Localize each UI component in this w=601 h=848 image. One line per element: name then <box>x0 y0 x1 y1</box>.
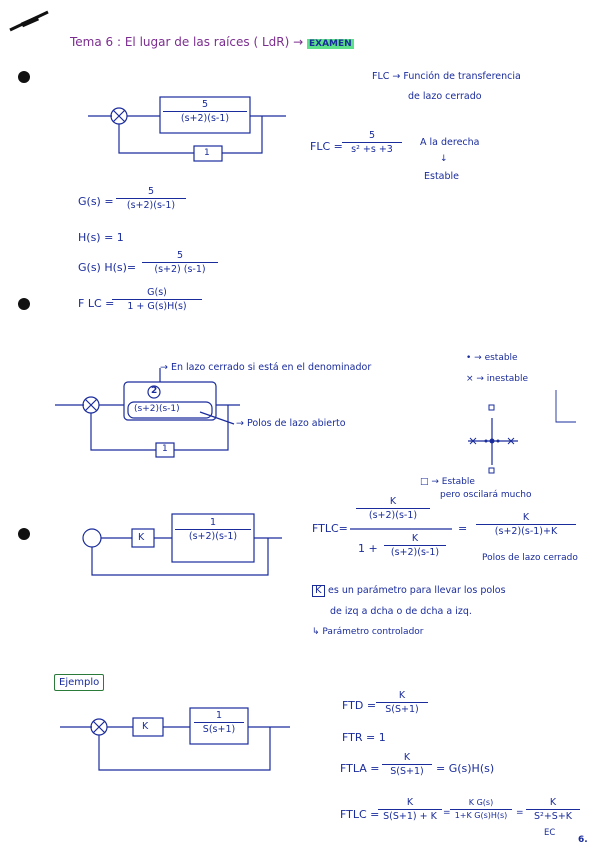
ftd-lhs: FTD = <box>342 699 377 712</box>
flc2-fraction: G(s)1 + G(s)H(s) <box>112 287 202 313</box>
gh-lhs: G(s) H(s)= <box>78 261 137 274</box>
ftlc-bottom-fraction: K(s+2)(s-1) <box>384 533 446 559</box>
derecha-note: A la derecha <box>420 137 480 148</box>
flc-lhs: FLC = <box>310 140 343 153</box>
k-note-2: de izq a dcha o de dcha a izq. <box>330 606 472 617</box>
note-open-loop: → Polos de lazo abierto <box>236 418 346 429</box>
g-fraction: 5(s+2)(s-1) <box>116 186 186 212</box>
bd2-tf-label: (s+2)(s-1) <box>134 404 180 414</box>
flc-note-2: de lazo cerrado <box>408 91 482 102</box>
bd1-tf-fraction: 5(s+2)(s-1) <box>163 99 247 125</box>
ftla-rhs: = G(s)H(s) <box>436 762 495 775</box>
ftlc-ej-eq2: = <box>516 808 524 818</box>
flc-note-1: FLC → Función de transferencia <box>372 71 521 82</box>
legend-unstable: × → inestable <box>466 374 529 384</box>
bd2-tf-circle <box>127 401 213 419</box>
ftr-line: FTR = 1 <box>342 731 386 744</box>
k-note-3: ↳ Parámetro controlador <box>312 627 424 637</box>
bd2-feedback-label: 1 <box>162 444 168 454</box>
ftlc-ej-fraction-2: K G(s)1+K G(s)H(s) <box>450 798 512 820</box>
ej-tf-box <box>189 707 249 745</box>
page-number: 6. <box>578 835 588 845</box>
note-closed-loop: → En lazo cerrado si está en el denomina… <box>160 362 372 373</box>
bd3-k-label: K <box>138 532 145 543</box>
ejemplo-label: Ejemplo <box>54 674 105 691</box>
down-arrow-icon: ↓ <box>440 154 448 164</box>
bd1-tf-box <box>159 96 251 134</box>
legend-stable: • → estable <box>466 353 518 363</box>
bd2-gain-label: 2 <box>151 386 158 396</box>
estable-note: Estable <box>424 171 460 182</box>
ej-k-label: K <box>142 721 149 732</box>
ec-label: EC <box>544 828 556 838</box>
ftlc-ej-lhs: FTLC = <box>340 808 380 821</box>
ftlc-equals: = <box>458 522 468 535</box>
bullet-2 <box>18 298 30 310</box>
h-line: H(s) = 1 <box>78 231 124 244</box>
ftlc-one-plus: 1 + <box>358 542 378 555</box>
g-lhs: G(s) = <box>78 195 114 208</box>
bullet-3 <box>18 528 30 540</box>
flc2-lhs: F LC = <box>78 297 115 310</box>
page-title: Tema 6 : El lugar de las raíces ( LdR) →… <box>70 35 354 49</box>
bd3-tf-fraction: 1(s+2)(s-1) <box>175 517 251 543</box>
ftlc-lhs: FTLC= <box>312 522 348 535</box>
bullet-1 <box>18 71 30 83</box>
legend-square: □ → Estable <box>420 477 475 487</box>
k-note-1: es un parámetro para llevar los polos <box>328 585 506 596</box>
bd2-tf-box <box>123 381 217 421</box>
ftla-lhs: FTLA = <box>340 762 380 775</box>
ftlc-result-fraction: K(s+2)(s-1)+K <box>476 512 576 538</box>
polos-cerrado-note: Polos de lazo cerrado <box>482 553 578 563</box>
gh-fraction: 5(s+2) (s-1) <box>142 250 218 276</box>
ftlc-ej-eq1: = <box>443 808 451 818</box>
k-param-box: K <box>312 585 325 597</box>
bd1-feedback-label: 1 <box>204 148 210 158</box>
exam-badge: EXAMEN <box>306 39 354 49</box>
bd2-gain-circle <box>147 385 161 399</box>
legend-oscillate: pero oscilará mucho <box>440 490 532 500</box>
ftlc-top-fraction: K(s+2)(s-1) <box>356 496 430 522</box>
